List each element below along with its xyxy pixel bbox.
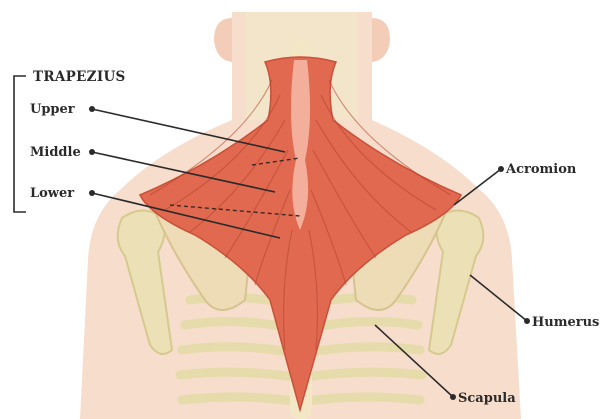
label-acromion: Acromion — [505, 162, 577, 177]
label-lower: Lower — [30, 186, 74, 201]
label-middle: Middle — [30, 145, 81, 160]
label-upper: Upper — [30, 102, 75, 117]
label-scapula: Scapula — [458, 391, 516, 406]
title-trapezius: TRAPEZIUS — [33, 69, 126, 85]
label-humerus: Humerus — [532, 315, 599, 330]
